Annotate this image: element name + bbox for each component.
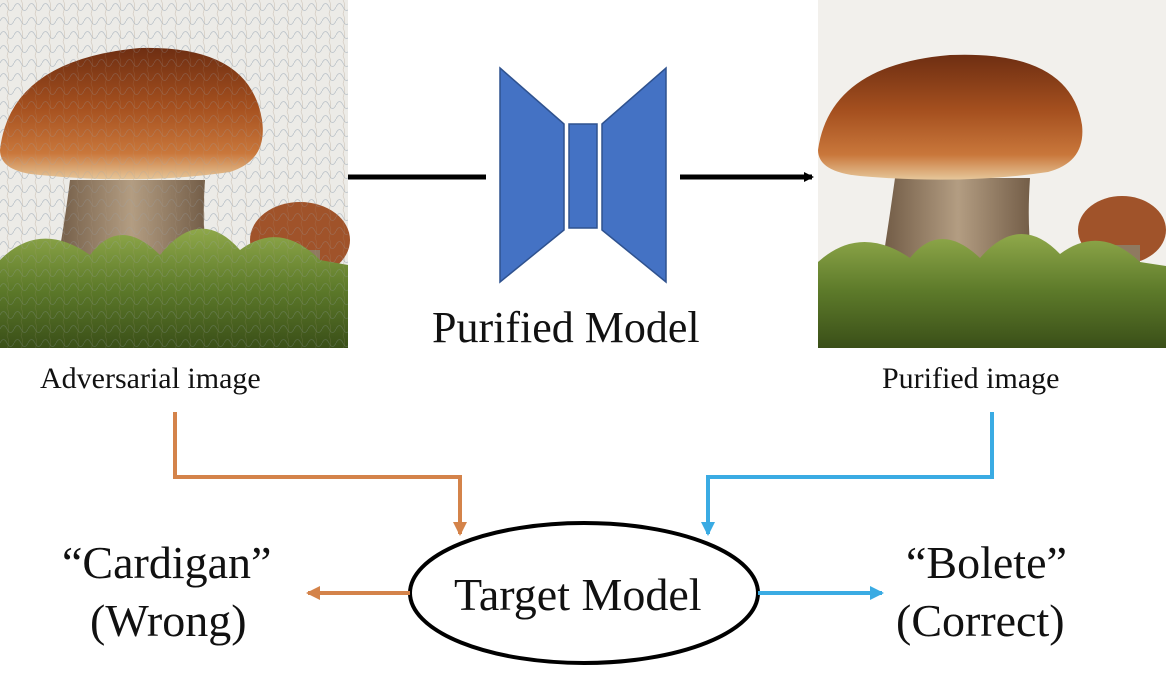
purifier-icon [348,66,814,284]
adversarial-to-target-arrow [173,412,467,536]
correct-prediction-verdict: (Correct) [896,595,1065,646]
correct-prediction-class: “Bolete” [906,537,1067,588]
target-model-label: Target Model [454,569,702,620]
decoder-shape [601,66,667,284]
encoder-shape [499,66,565,284]
wrong-prediction-class: “Cardigan” [62,537,272,588]
purified-image-caption: Purified image [882,362,1060,395]
purifier-label: Purified Model [432,303,700,352]
adversarial-image [0,0,350,348]
wrong-prediction-verdict: (Wrong) [90,595,247,646]
bottleneck-shape [568,123,598,229]
purified-image [818,0,1166,348]
purified-to-target-arrow [701,412,994,536]
adversarial-image-caption: Adversarial image [40,362,261,395]
